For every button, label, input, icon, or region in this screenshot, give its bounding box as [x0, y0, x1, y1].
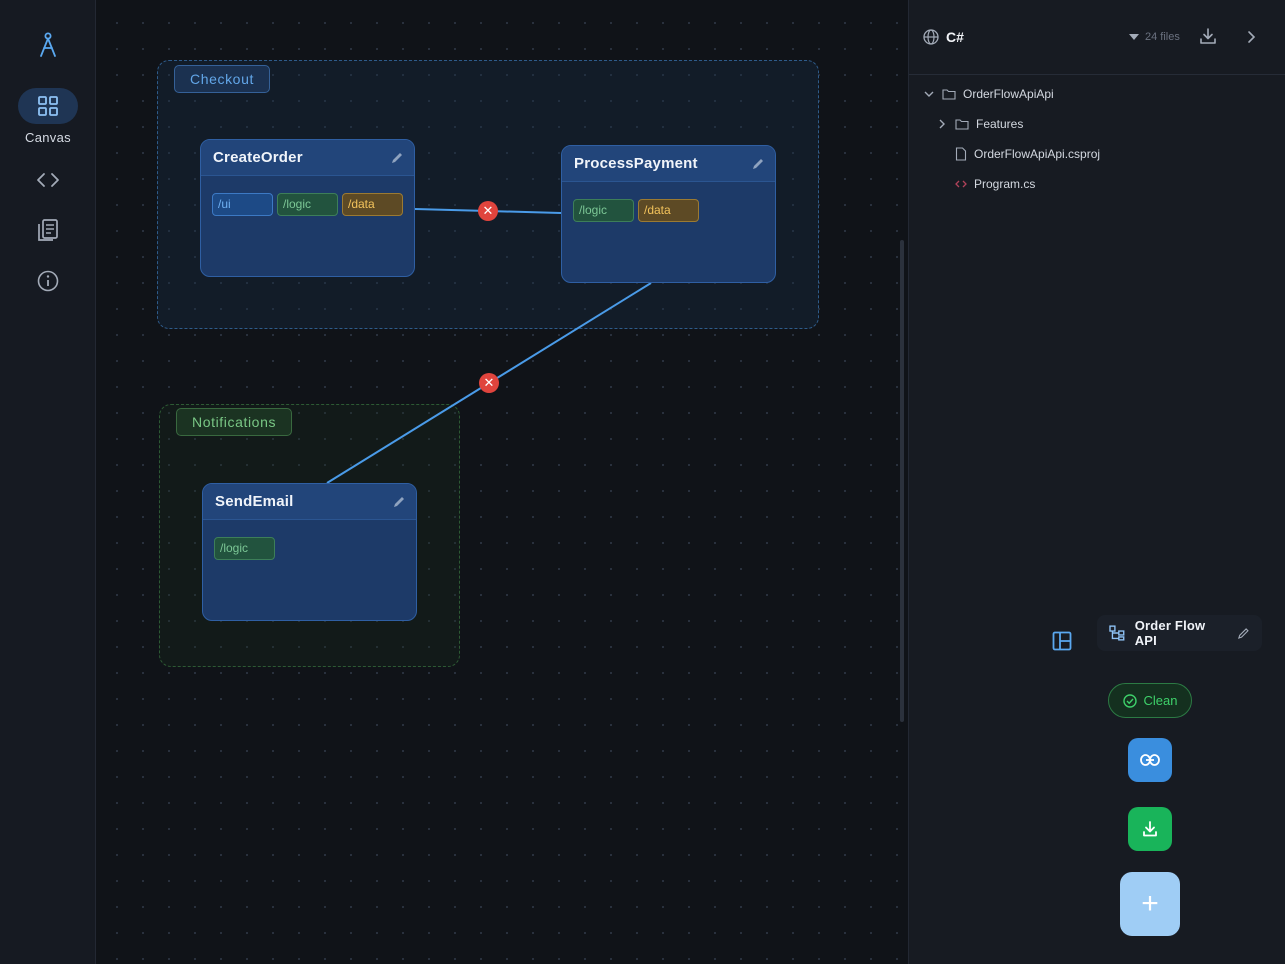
left-rail: Canvas	[0, 0, 96, 964]
node-processpayment[interactable]: ProcessPayment /logic /data	[561, 145, 776, 283]
code-file-icon	[955, 180, 967, 188]
document-icon	[18, 212, 78, 248]
tag-logic[interactable]: /logic	[277, 193, 338, 216]
canvas-scrollbar[interactable]	[900, 240, 904, 722]
node-sendemail[interactable]: SendEmail /logic	[202, 483, 417, 621]
node-title: ProcessPayment	[574, 155, 698, 172]
node-header: CreateOrder	[201, 140, 414, 176]
pencil-icon[interactable]	[390, 151, 404, 165]
rail-item-code[interactable]	[18, 162, 78, 198]
tree-item-label: Program.cs	[974, 177, 1036, 191]
chevron-right-icon[interactable]	[1244, 29, 1258, 45]
delete-edge-button[interactable]: ✕	[479, 373, 499, 393]
globe-icon	[923, 29, 939, 45]
tree-folder-root[interactable]: OrderFlowApiApi	[923, 84, 1054, 104]
caret-down-icon[interactable]	[1129, 34, 1139, 40]
node-createorder[interactable]: CreateOrder /ui /logic /data	[200, 139, 415, 277]
check-circle-icon	[1122, 693, 1137, 708]
group-label-checkout[interactable]: Checkout	[174, 65, 270, 93]
group-label-notifications[interactable]: Notifications	[176, 408, 293, 436]
rail-item-canvas[interactable]: Canvas	[18, 88, 78, 145]
download-button[interactable]	[1128, 807, 1172, 851]
link-icon	[1140, 754, 1160, 766]
code-icon	[18, 162, 78, 198]
tag-data[interactable]: /data	[342, 193, 403, 216]
tree-file-program[interactable]: Program.cs	[955, 174, 1035, 194]
folder-icon	[942, 89, 956, 100]
info-icon	[18, 263, 78, 299]
tree-item-label: OrderFlowApiApi.csproj	[974, 147, 1101, 161]
rail-item-label: Canvas	[25, 130, 71, 145]
pencil-icon[interactable]	[392, 495, 406, 509]
download-icon	[1143, 821, 1157, 837]
share-link-button[interactable]	[1128, 738, 1172, 782]
tag-ui[interactable]: /ui	[212, 193, 273, 216]
tag-data[interactable]: /data	[638, 199, 699, 222]
node-header: ProcessPayment	[562, 146, 775, 182]
tree-file-csproj[interactable]: OrderFlowApiApi.csproj	[955, 144, 1100, 164]
delete-edge-button[interactable]: ✕	[478, 201, 498, 221]
tree-item-label: OrderFlowApiApi	[963, 87, 1054, 101]
tag-logic[interactable]: /logic	[214, 537, 275, 560]
node-title: SendEmail	[215, 493, 294, 510]
clean-status-button[interactable]: Clean	[1108, 683, 1192, 718]
download-icon[interactable]	[1199, 27, 1217, 45]
file-panel: C# 24 files OrderFlowApiApi Features Ord…	[908, 0, 1285, 964]
panel-header: C# 24 files	[909, 0, 1285, 75]
clean-label: Clean	[1143, 693, 1178, 708]
rail-item-docs[interactable]	[18, 212, 78, 248]
pencil-icon[interactable]	[751, 157, 765, 171]
language-label[interactable]: C#	[946, 29, 964, 45]
workflow-icon	[1109, 625, 1125, 641]
chevron-down-icon	[924, 91, 934, 97]
rail-item-info[interactable]	[18, 263, 78, 299]
add-node-button[interactable]: +	[1120, 872, 1180, 936]
plus-icon: +	[1141, 887, 1159, 920]
tree-item-label: Features	[976, 117, 1024, 131]
file-icon	[955, 147, 967, 161]
chevron-right-icon	[939, 119, 945, 129]
file-count: 24 files	[1145, 31, 1180, 43]
app-logo[interactable]	[36, 30, 60, 58]
pencil-icon[interactable]	[1237, 627, 1250, 640]
layout-toggle-icon[interactable]	[1051, 630, 1073, 652]
node-header: SendEmail	[203, 484, 416, 520]
project-name: Order Flow API	[1134, 618, 1206, 648]
node-title: CreateOrder	[213, 149, 303, 166]
folder-icon	[955, 119, 969, 130]
tree-folder-features[interactable]: Features	[936, 114, 1023, 134]
tag-logic[interactable]: /logic	[573, 199, 634, 222]
grid-icon	[18, 88, 78, 124]
project-name-chip[interactable]: Order Flow API	[1097, 615, 1262, 651]
